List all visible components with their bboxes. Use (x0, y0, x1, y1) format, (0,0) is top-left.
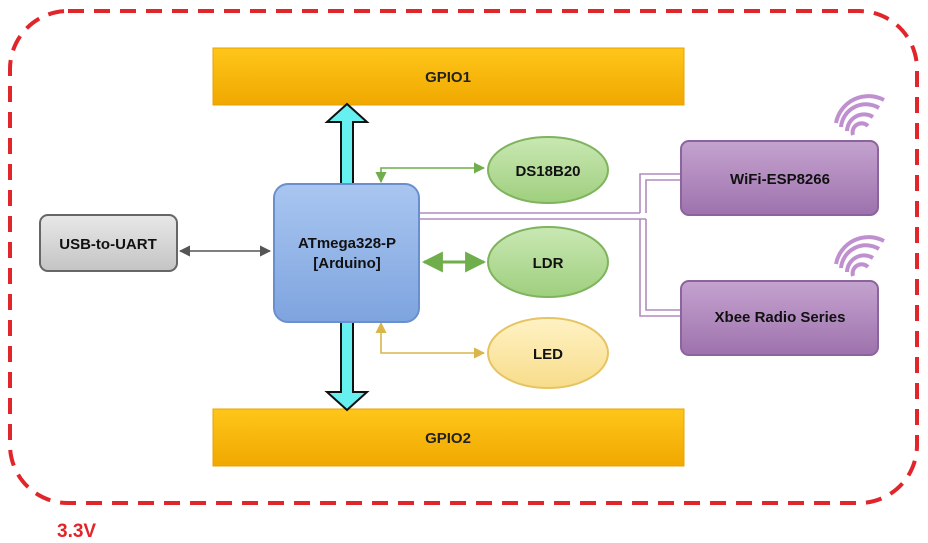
ds18b20-block: DS18B20 (487, 136, 609, 204)
gpio1-block: GPIO1 (212, 47, 685, 106)
power-domain-boundary (8, 9, 919, 505)
radio-bus-connector (420, 173, 682, 317)
ldr-label: LDR (533, 255, 564, 272)
mcu-sublabel: [Arduino] (313, 255, 380, 272)
xbee-block: Xbee Radio Series (680, 280, 879, 356)
usb-uart-block: USB-to-UART (39, 214, 178, 272)
mcu-label: ATmega328-P (298, 235, 396, 252)
wifi-label: WiFi-ESP8266 (730, 171, 830, 188)
led-block: LED (487, 317, 609, 389)
bus-arrow-gpio2 (324, 321, 370, 412)
gpio2-block: GPIO2 (212, 408, 685, 467)
radio-signal-icon (834, 235, 885, 277)
wifi-signal-icon (834, 94, 885, 136)
led-label: LED (533, 346, 563, 363)
xbee-label: Xbee Radio Series (715, 309, 846, 326)
mcu-block: ATmega328-P [Arduino] (273, 183, 420, 323)
gpio1-label: GPIO1 (425, 69, 471, 86)
ldr-block: LDR (487, 226, 609, 298)
voltage-label: 3.3V (57, 521, 96, 542)
ds18b20-connector (375, 162, 486, 184)
bus-arrow-gpio1 (324, 102, 370, 185)
ds18b20-label: DS18B20 (515, 163, 580, 180)
usb-uart-label: USB-to-UART (59, 236, 156, 253)
wifi-esp8266-block: WiFi-ESP8266 (680, 140, 879, 216)
gpio2-label: GPIO2 (425, 430, 471, 447)
led-connector (375, 321, 486, 359)
